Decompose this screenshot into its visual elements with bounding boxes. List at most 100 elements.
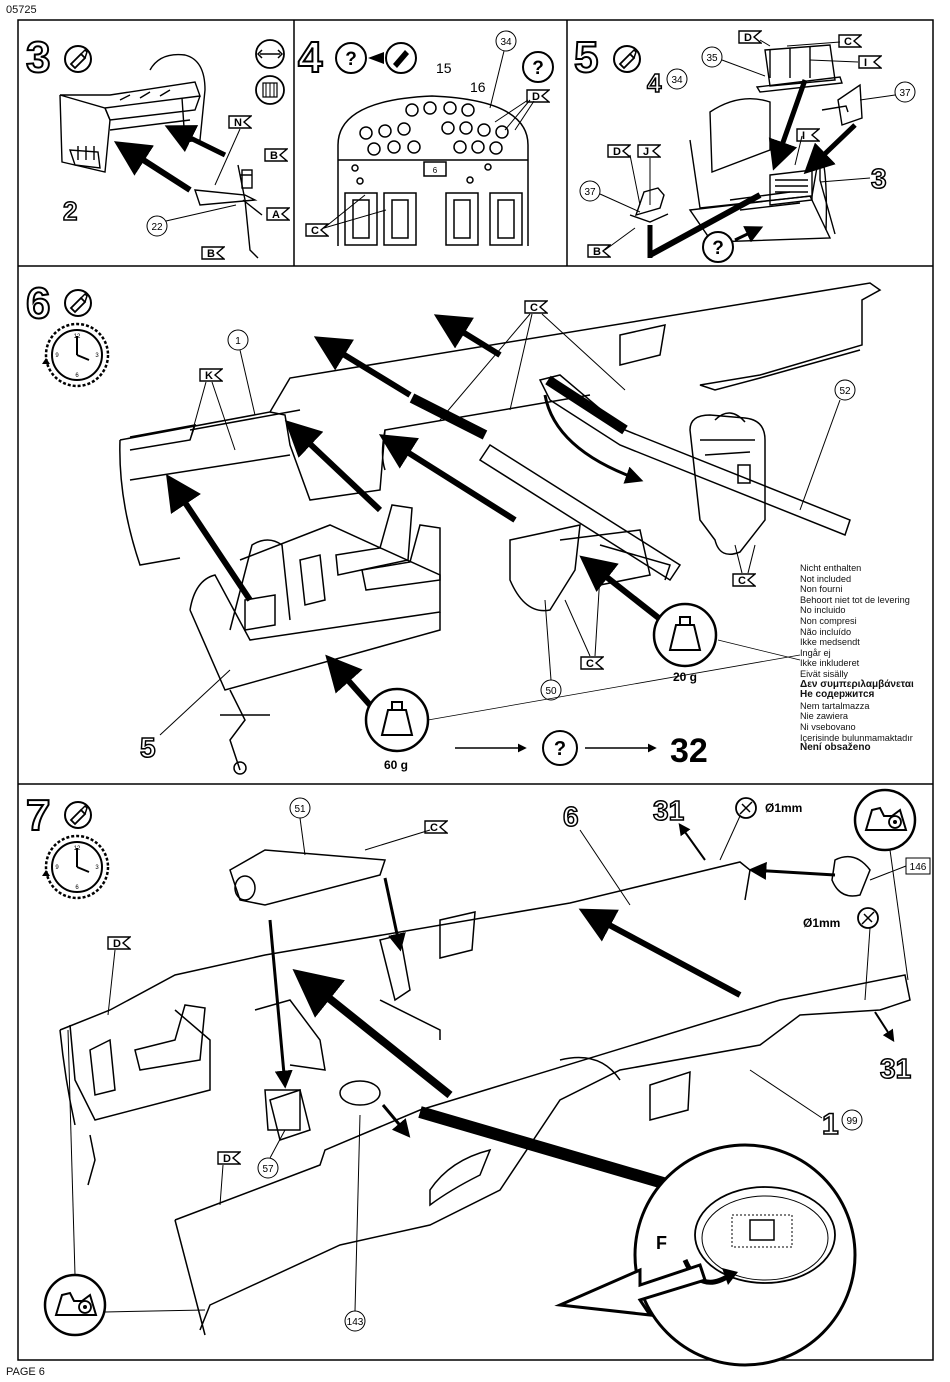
svg-text:34: 34 <box>671 75 683 86</box>
callout-C: C <box>424 820 448 834</box>
instrument-panel-drawing <box>337 95 529 246</box>
step-5-panel: 5 4 34 35 37 37 D C I D J I B <box>573 30 916 263</box>
legend-line: Non fourni <box>800 584 843 595</box>
legend-line: Ingår ej <box>800 647 831 658</box>
callout-K: K <box>199 368 223 382</box>
rudder-pedal-assembly <box>193 164 263 259</box>
svg-text:C: C <box>311 225 319 237</box>
question-icon: ? <box>542 730 578 766</box>
part-146-label: 146 <box>910 862 927 873</box>
callout-J: J <box>637 144 661 158</box>
svg-text:57: 57 <box>262 1164 274 1175</box>
svg-text:?: ? <box>345 49 357 70</box>
subassembly-ref: 6 <box>563 801 579 832</box>
legend-line: Nicht enthalten <box>800 563 862 573</box>
step-ref: 31 <box>880 1053 911 1084</box>
subassembly-label: 1 <box>822 1108 839 1141</box>
callout-A: A <box>266 207 290 221</box>
step-4-panel: 4 ? 34 15 16 ? D <box>297 30 554 246</box>
svg-text:A: A <box>272 209 280 221</box>
svg-text:C: C <box>844 36 852 48</box>
clock-icon <box>42 834 110 900</box>
legend-line: Ni vsebovano <box>800 721 856 732</box>
legend-line: Içerisinde bulunmamaktadır <box>800 732 913 743</box>
svg-text:K: K <box>205 370 213 382</box>
svg-text:D: D <box>744 32 752 44</box>
callout-I: I <box>796 128 820 142</box>
callout-B: B <box>201 246 225 260</box>
decal-icon <box>385 42 417 74</box>
svg-text:B: B <box>593 246 601 258</box>
callout-D: D <box>738 30 762 44</box>
weight-icon-20g <box>652 602 718 668</box>
svg-text:I: I <box>802 130 805 142</box>
legend-line: Não incluído <box>800 626 852 637</box>
svg-text:35: 35 <box>706 53 718 64</box>
paint-icon <box>43 1273 107 1337</box>
legend-line: Δεν συμπεριλαμβάνεται <box>800 678 914 690</box>
glue-icon <box>64 289 92 317</box>
drill-icon <box>735 797 757 819</box>
callout-D: D <box>217 1151 241 1165</box>
svg-text:D: D <box>113 938 121 950</box>
document-code: 05725 <box>6 4 37 16</box>
glue-icon <box>64 801 92 829</box>
callout-I: I <box>858 55 882 69</box>
fuselage-assembled-drawing <box>59 849 911 1336</box>
svg-text:37: 37 <box>584 187 596 198</box>
callout-B: B <box>587 244 611 258</box>
svg-text:N: N <box>234 117 242 129</box>
svg-text:99: 99 <box>846 1116 858 1127</box>
part-number-circle <box>146 215 168 237</box>
svg-text:B: B <box>270 150 278 162</box>
page-number: PAGE 6 <box>6 1366 45 1378</box>
legend-line: Not included <box>800 573 852 584</box>
svg-text:D: D <box>613 146 621 158</box>
callout-D: D <box>526 89 550 103</box>
cockpit-assembly-drawing <box>629 44 863 243</box>
step-number: 4 <box>298 33 323 82</box>
step-ref: 31 <box>653 795 684 826</box>
step-number: 3 <box>26 33 50 82</box>
svg-text:34: 34 <box>500 37 512 48</box>
svg-text:C: C <box>530 302 538 314</box>
question-icon: ? <box>522 51 554 83</box>
glue-icon <box>64 45 92 73</box>
bomb-bay-part-50 <box>509 524 671 612</box>
svg-text:51: 51 <box>294 804 306 815</box>
svg-text:?: ? <box>554 738 566 760</box>
svg-text:J: J <box>643 146 649 158</box>
drill-icon <box>857 907 879 929</box>
question-icon: ? <box>702 231 734 263</box>
legend-line: Ikke medsendt <box>800 637 860 648</box>
subassembly-label: 3 <box>871 163 887 194</box>
legend-line: Non compresi <box>800 615 857 626</box>
detail-magnifier-143 <box>554 1143 857 1367</box>
step-3-panel: 3 N B A B <box>25 32 290 260</box>
callout-C: C <box>524 300 548 314</box>
callout-C: C <box>305 223 329 237</box>
bulkhead-52 <box>689 412 766 555</box>
paint-icon <box>853 788 917 852</box>
subassembly-label: 4 <box>647 68 662 98</box>
callout-C: C <box>580 656 604 670</box>
drill-size-label: Ø1mm <box>803 916 840 930</box>
svg-text:?: ? <box>532 58 544 79</box>
step-number: 7 <box>26 791 50 840</box>
svg-text:143: 143 <box>347 1317 364 1328</box>
svg-text:C: C <box>738 575 746 587</box>
legend-line: Ikke inkluderet <box>800 658 860 669</box>
mirror-both-sides-icon <box>255 39 285 105</box>
svg-text:16: 16 <box>470 79 486 95</box>
svg-text:?: ? <box>712 238 724 259</box>
callout-D: D <box>607 144 631 158</box>
svg-text:15: 15 <box>436 60 452 76</box>
callout-N: N <box>228 115 252 129</box>
legend-line: Behoort niet tot de levering <box>800 594 910 605</box>
flip-label: F <box>656 1233 667 1253</box>
step-7-panel: 7 51 57 146 143 143 99 1 C D D 6 31 31 <box>25 788 931 1367</box>
fuselage-half-drawing <box>119 282 882 566</box>
step-number: 6 <box>26 279 50 328</box>
next-step-ref: 32 <box>670 732 708 770</box>
